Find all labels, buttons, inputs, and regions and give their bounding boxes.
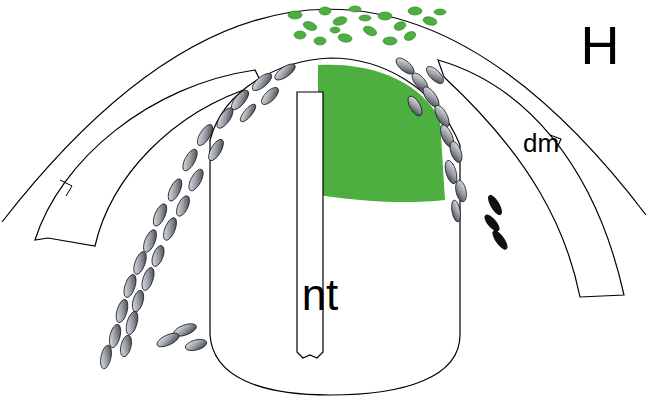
migrating-cell <box>432 103 452 129</box>
migrating-cell <box>454 179 468 203</box>
green-cell <box>314 37 326 45</box>
neural-tube: nt <box>205 55 463 397</box>
migrating-cell <box>393 55 416 77</box>
migrating-cell <box>141 228 159 254</box>
green-cell <box>359 15 371 21</box>
migrating-cell <box>174 194 192 218</box>
green-cell <box>403 30 417 42</box>
tissue-shape <box>318 65 445 202</box>
migrating-cell <box>438 123 457 149</box>
migrating-cell <box>151 202 170 228</box>
migrating-cell <box>165 177 184 203</box>
migrating-cell <box>206 137 227 163</box>
green-cell <box>362 24 378 37</box>
dark-cell <box>490 229 509 252</box>
migrating-cell <box>155 330 181 349</box>
migrating-cell <box>214 105 236 130</box>
migrating-cell <box>228 88 251 113</box>
neural-crest-cells <box>99 55 469 370</box>
migrating-cell <box>259 85 282 108</box>
tissue-label: nt <box>302 273 339 317</box>
migrating-cell <box>250 70 275 93</box>
migrating-cell <box>194 122 215 148</box>
green-cell <box>434 9 446 15</box>
dark-cell <box>483 213 502 233</box>
migrating-cell <box>184 337 208 352</box>
green-cell <box>302 20 318 32</box>
green-cell <box>332 15 348 26</box>
migrating-cell <box>131 250 149 276</box>
green-cell <box>288 11 302 19</box>
green-cell <box>422 15 438 26</box>
neural-tube-outline <box>205 55 463 397</box>
migrating-cell <box>424 64 447 87</box>
migrating-cell <box>122 273 139 299</box>
migrating-cell <box>124 310 140 336</box>
migrating-cell <box>272 61 297 83</box>
migrating-cell <box>450 199 462 222</box>
green-cell <box>383 37 397 45</box>
migrating-cell <box>118 334 133 358</box>
migrating-cell <box>172 321 198 339</box>
dark-cells <box>483 193 510 251</box>
migrating-cell <box>420 84 442 109</box>
migrating-cell <box>161 216 179 242</box>
green-cell <box>330 27 340 33</box>
migrating-cell <box>448 140 465 164</box>
tissue-shape <box>438 60 624 297</box>
tissue-shape <box>297 92 323 358</box>
dark-cell <box>486 193 504 216</box>
green-cell <box>393 20 407 32</box>
green-cell <box>337 33 352 43</box>
green-cell <box>319 7 331 15</box>
migrating-cell <box>130 289 146 313</box>
migrating-cell <box>140 266 157 292</box>
migrating-cell <box>405 94 425 118</box>
green-cell <box>378 12 392 20</box>
green-cell <box>349 6 361 12</box>
migrating-cell <box>443 159 459 185</box>
migrating-cell <box>150 244 167 268</box>
migrating-cell <box>180 147 200 173</box>
green-cell <box>408 7 422 15</box>
green-cell <box>294 31 306 39</box>
migrating-cell <box>99 344 114 370</box>
migrating-cell <box>238 102 258 124</box>
migrating-cell <box>107 323 123 349</box>
labelled-cells <box>288 6 446 45</box>
tissue-edge <box>60 180 72 196</box>
tissue-label: dm <box>523 130 559 156</box>
tissue-shape <box>210 58 460 395</box>
migrating-cell <box>186 167 206 193</box>
migrating-cell <box>409 70 431 93</box>
migrating-cell <box>114 298 130 324</box>
panel-letter: H <box>581 18 620 72</box>
